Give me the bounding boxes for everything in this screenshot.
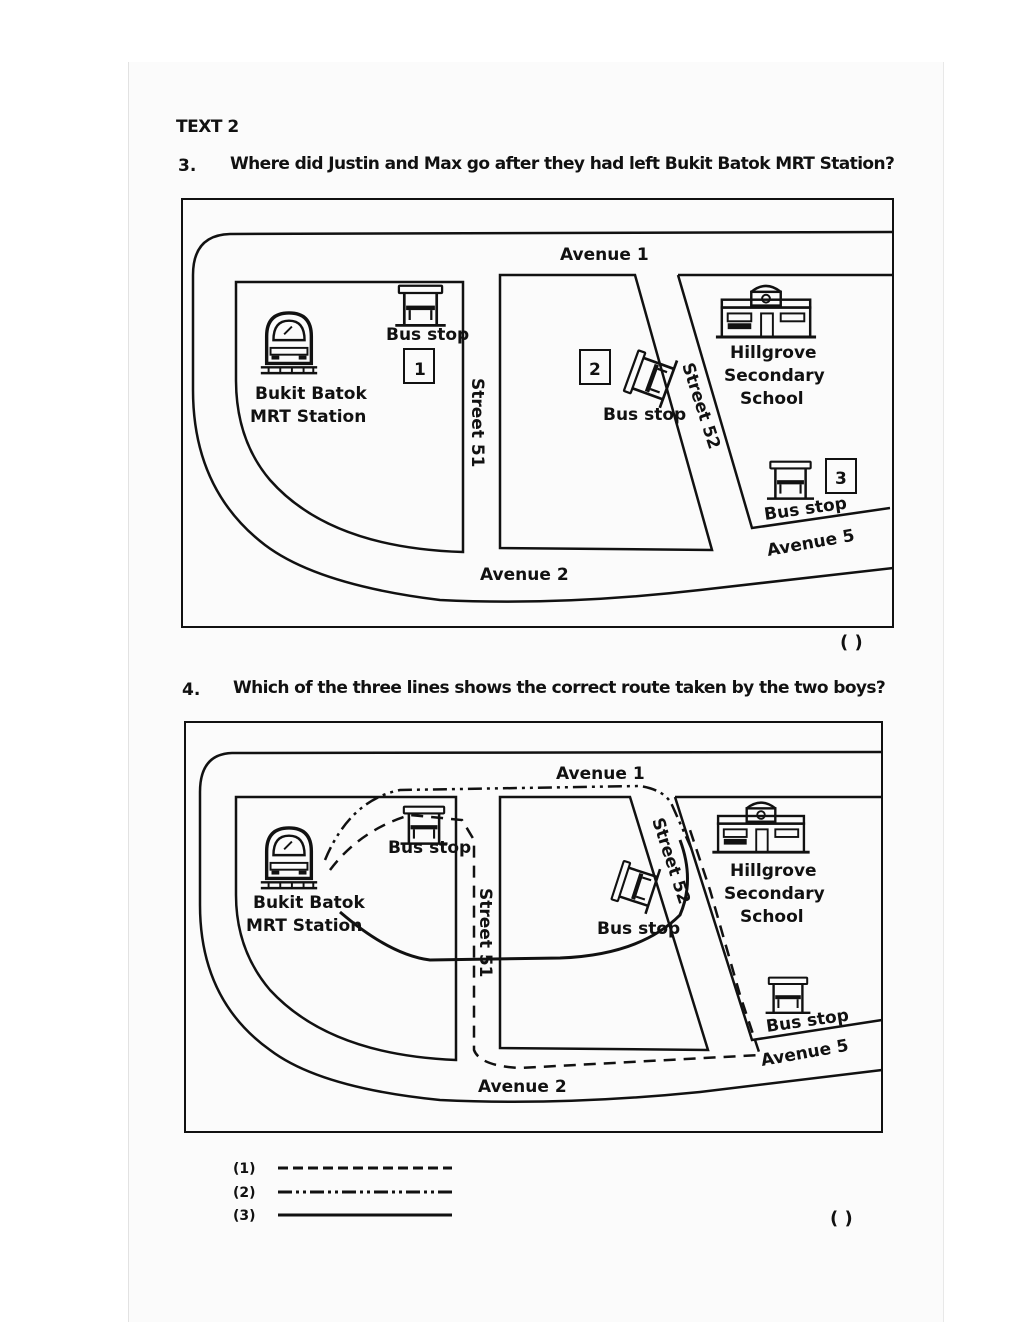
map1-avenue2-label: Avenue 2 (480, 565, 569, 585)
map1-school-label-3: School (740, 389, 804, 409)
map2-avenue5-label: Avenue 5 (759, 1036, 850, 1071)
map1-station-label-1: Bukit Batok (255, 384, 367, 404)
legend-option-1: (1) (233, 1161, 256, 1177)
map1-box2-label: 2 (589, 360, 601, 380)
section-title: TEXT 2 (176, 117, 239, 137)
q3-text: Where did Justin and Max go after they h… (230, 154, 895, 174)
map1-school-label-1: Hillgrove (730, 343, 817, 363)
map2-busstop1-label: Bus stop (388, 838, 471, 858)
map2-school-label-1: Hillgrove (730, 861, 817, 881)
map1-avenue1-label: Avenue 1 (560, 245, 649, 265)
map1-box1-label: 1 (414, 360, 426, 380)
map1-station-label-2: MRT Station (250, 407, 366, 427)
map2-busstop2-label: Bus stop (597, 919, 680, 939)
map2-avenue2-label: Avenue 2 (478, 1077, 567, 1097)
map1-busstop1-label: Bus stop (386, 325, 469, 345)
map1-busstop2-label: Bus stop (603, 405, 686, 425)
q4-number: 4. (182, 680, 201, 700)
q4-text: Which of the three lines shows the corre… (233, 678, 886, 698)
map2-station-label-2: MRT Station (246, 916, 362, 936)
map2-station-label-1: Bukit Batok (253, 893, 365, 913)
map1-box3-label: 3 (835, 469, 847, 489)
legend-option-2: (2) (233, 1185, 256, 1201)
q4-answer-bracket[interactable]: ( ) (830, 1208, 853, 1229)
map2-avenue1-label: Avenue 1 (556, 764, 645, 784)
worksheet-page (128, 62, 944, 1322)
q3-number: 3. (178, 156, 197, 176)
map2-school-label-3: School (740, 907, 804, 927)
map1-street51-label: Street 51 (467, 378, 487, 468)
map1-school-label-2: Secondary (724, 366, 825, 386)
legend-option-3: (3) (233, 1208, 256, 1224)
map2-school-label-2: Secondary (724, 884, 825, 904)
q3-answer-bracket[interactable]: ( ) (840, 632, 863, 653)
map2-street51-label: Street 51 (475, 888, 495, 978)
